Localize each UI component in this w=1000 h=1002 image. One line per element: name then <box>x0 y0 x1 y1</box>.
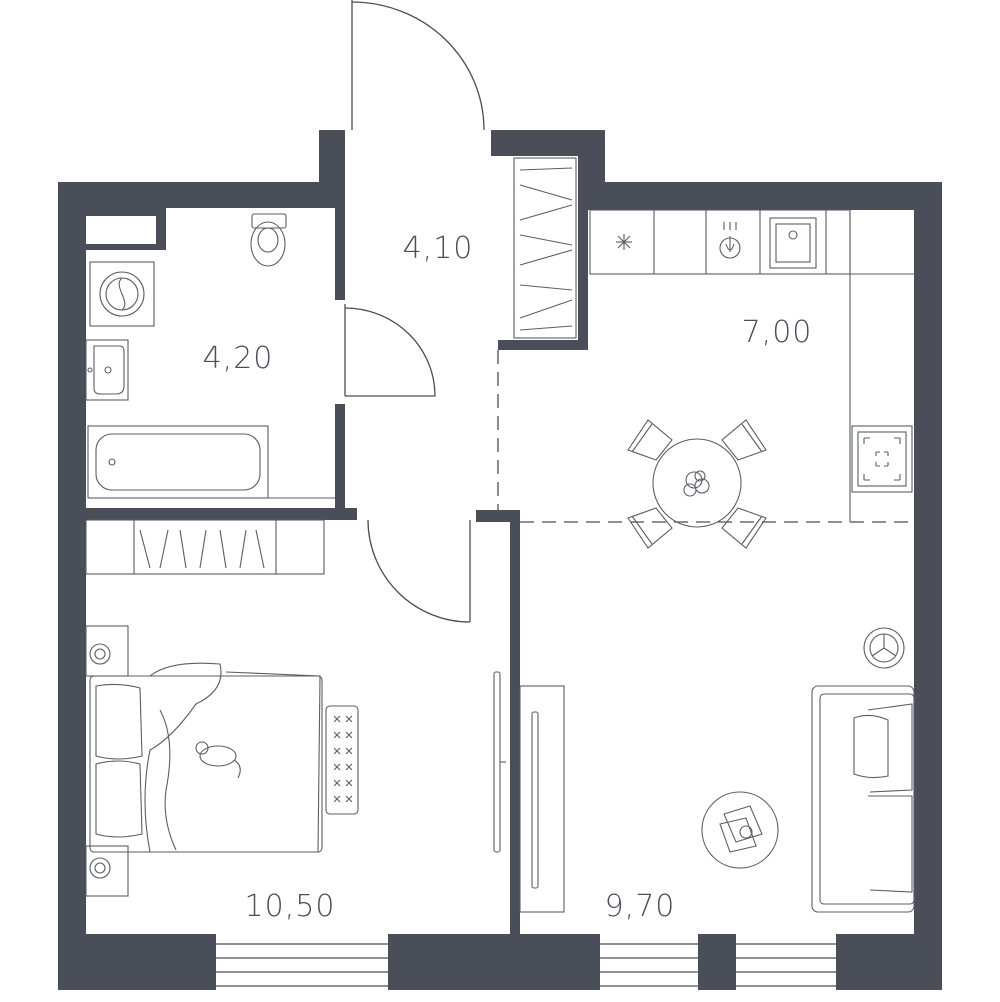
wall-left <box>58 182 86 990</box>
area-label-hall: 4,10 <box>403 231 474 266</box>
wall-bottom-3 <box>698 934 736 990</box>
entrance-door <box>351 0 485 131</box>
bedroom-wardrobe <box>85 519 325 575</box>
window-bedroom <box>216 943 388 987</box>
hall-wardrobe <box>513 157 577 339</box>
area-label-bedroom: 10,50 <box>245 889 336 924</box>
cat-icon <box>195 741 241 779</box>
wall-bath-hall-upper <box>335 208 345 300</box>
wall-right <box>914 182 942 990</box>
bedroom-door <box>367 519 471 623</box>
sofa <box>811 685 915 913</box>
wall-bottom-2 <box>388 934 600 990</box>
plant-icon <box>683 470 710 497</box>
nightstand-top <box>85 625 129 677</box>
area-label-kitchen: 7,00 <box>742 315 813 350</box>
wall-bedroom-living <box>510 510 520 934</box>
shaft-top <box>86 208 166 216</box>
wall-bath-bottom <box>86 508 357 520</box>
window-living-2 <box>736 943 836 987</box>
sink-icon <box>85 339 129 401</box>
windows <box>216 943 836 987</box>
stove-icon <box>851 425 913 493</box>
dining-table <box>627 419 767 549</box>
wall-top-right <box>578 182 942 210</box>
chair-top-left <box>627 419 673 461</box>
shaft-right <box>156 208 166 250</box>
faucet-icon <box>719 222 741 259</box>
kitchen-fixtures <box>589 209 914 522</box>
living-furniture <box>519 627 915 913</box>
bathtub-icon <box>87 425 269 499</box>
bedroom-tv <box>493 671 506 853</box>
zone-lines <box>497 350 914 523</box>
chair-bottom-left <box>627 507 673 549</box>
bathroom-door <box>344 304 436 397</box>
chair-top-right <box>721 419 767 461</box>
wall-partition-top <box>476 510 520 522</box>
washing-machine-icon <box>89 261 155 327</box>
bench <box>325 705 359 815</box>
wall-closet-top <box>491 130 501 156</box>
wall-closet-bottom <box>498 340 588 350</box>
floor-lamp-icon <box>863 627 905 669</box>
wall-bath-hall-lower <box>335 404 345 520</box>
spark-icon <box>616 234 632 250</box>
wall-closet-right <box>578 156 588 350</box>
walls <box>58 130 942 990</box>
nightstand-bottom <box>85 845 129 897</box>
chair-bottom-right <box>721 507 767 549</box>
wall-entrance-left <box>319 130 345 208</box>
shaft-bottom <box>86 244 166 250</box>
area-label-bathroom: 4,20 <box>203 341 274 376</box>
toilet-icon <box>250 213 287 267</box>
window-living-1 <box>600 943 698 987</box>
wall-bottom-4 <box>836 934 942 990</box>
wall-bottom-1 <box>58 934 216 990</box>
coffee-table <box>701 791 779 869</box>
wall-top-left <box>58 182 345 208</box>
area-label-living: 9,70 <box>605 889 676 924</box>
doors <box>344 0 485 623</box>
bathroom-fixtures <box>85 213 335 499</box>
kitchen-sink-icon <box>769 217 817 269</box>
area-labels: 4,10 4,20 7,00 10,50 9,70 <box>203 231 813 924</box>
bedroom-furniture <box>85 519 506 897</box>
bed <box>89 662 323 853</box>
tv-stand <box>519 685 565 913</box>
